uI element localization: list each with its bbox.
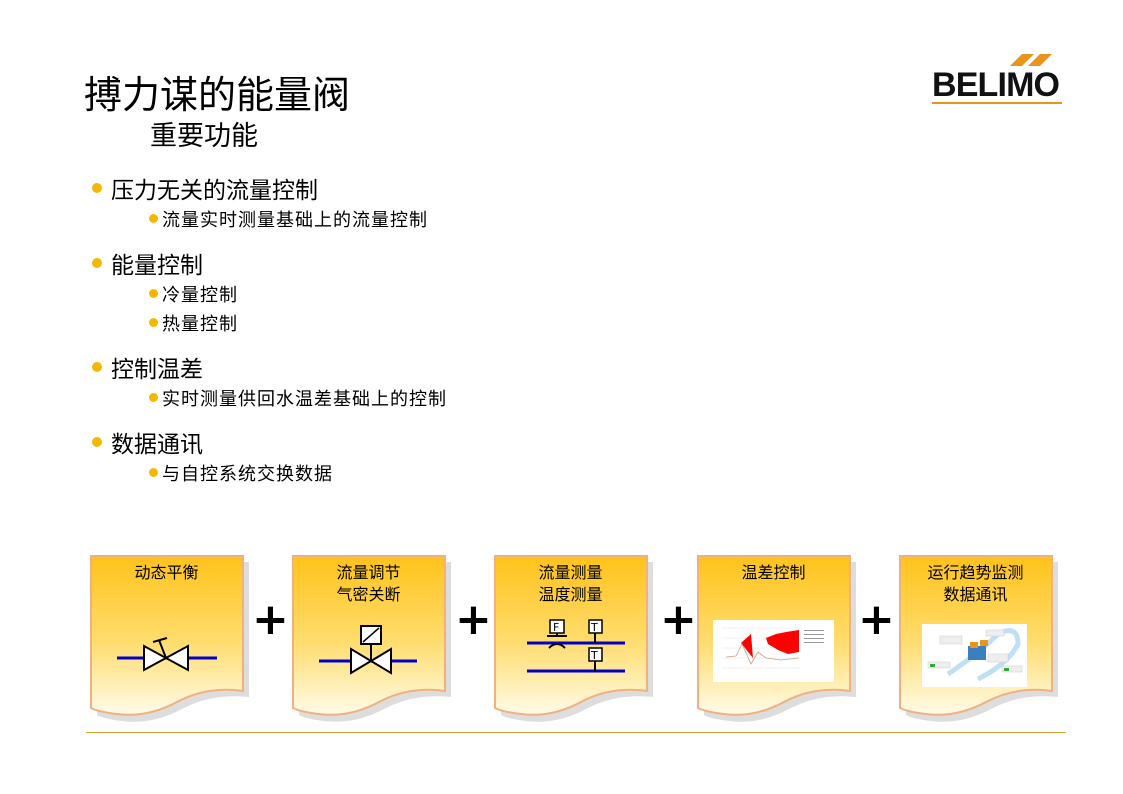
footer-divider bbox=[86, 732, 1066, 733]
slide-title: 搏力谋的能量阀 bbox=[84, 73, 351, 117]
card-label: 流量测量温度测量 bbox=[538, 563, 603, 604]
svg-text:T: T bbox=[590, 621, 598, 634]
bullet-item: 数据通讯 bbox=[92, 426, 447, 458]
bullet-item: 能量控制 bbox=[92, 247, 447, 279]
card-label: 流量调节气密关断 bbox=[336, 563, 401, 604]
trend-chart-thumbnail-icon bbox=[713, 620, 834, 682]
bullet-dot-icon bbox=[149, 318, 158, 327]
bullet-dot-icon bbox=[149, 214, 158, 223]
bullet-label: 数据通讯 bbox=[111, 432, 203, 458]
sub-bullet-label: 与自控系统交换数据 bbox=[162, 463, 333, 485]
actuated-valve-icon bbox=[319, 625, 417, 675]
bullet-dot-icon bbox=[149, 289, 158, 298]
bullet-dot-icon bbox=[92, 183, 102, 193]
balancing-valve-icon bbox=[117, 637, 217, 672]
system-communication-image-icon bbox=[922, 624, 1027, 687]
bullet-label: 能量控制 bbox=[111, 253, 203, 279]
svg-text:F: F bbox=[553, 621, 559, 634]
sensor-diagram-icon: F T T bbox=[527, 619, 625, 673]
belimo-logo: BELIMO bbox=[932, 54, 1062, 104]
sub-bullet-item: 与自控系统交换数据 bbox=[92, 458, 447, 487]
sub-bullet-item: 冷量控制 bbox=[92, 279, 447, 308]
sub-bullet-label: 流量实时测量基础上的流量控制 bbox=[162, 209, 428, 231]
sub-bullet-item: 流量实时测量基础上的流量控制 bbox=[92, 204, 447, 233]
bullet-list: 压力无关的流量控制 流量实时测量基础上的流量控制 能量控制 冷量控制 热量控制 … bbox=[92, 172, 447, 487]
card-label: 动态平衡 bbox=[134, 563, 199, 582]
bullet-dot-icon bbox=[149, 393, 158, 402]
sub-bullet-label: 热量控制 bbox=[162, 313, 238, 335]
bullet-label: 控制温差 bbox=[111, 357, 203, 383]
svg-text:BELIMO: BELIMO bbox=[932, 66, 1060, 104]
feature-card-delta-t-control: 温差控制 bbox=[696, 554, 856, 724]
bullet-dot-icon bbox=[149, 468, 158, 477]
card-label: 运行趋势监测数据通讯 bbox=[927, 563, 1024, 604]
plus-sign: + bbox=[455, 594, 492, 645]
feature-card-measurement: 流量测量温度测量 F T T bbox=[493, 554, 653, 724]
bullet-dot-icon bbox=[92, 437, 102, 447]
sub-bullet-item: 热量控制 bbox=[92, 308, 447, 337]
feature-card-dynamic-balance: 动态平衡 bbox=[89, 554, 249, 724]
plus-sign: + bbox=[252, 594, 289, 645]
feature-card-monitoring: 运行趋势监测数据通讯 bbox=[898, 554, 1058, 724]
sub-bullet-label: 实时测量供回水温差基础上的控制 bbox=[162, 388, 447, 410]
card-label: 温差控制 bbox=[741, 563, 806, 582]
bullet-item: 压力无关的流量控制 bbox=[92, 172, 447, 204]
bullet-dot-icon bbox=[92, 258, 102, 268]
bullet-dot-icon bbox=[92, 362, 102, 372]
sub-bullet-label: 冷量控制 bbox=[162, 284, 238, 306]
plus-sign: + bbox=[660, 594, 697, 645]
sub-bullet-item: 实时测量供回水温差基础上的控制 bbox=[92, 383, 447, 412]
bullet-label: 压力无关的流量控制 bbox=[111, 178, 318, 204]
svg-text:T: T bbox=[590, 649, 598, 662]
feature-card-flow-regulation: 流量调节气密关断 bbox=[291, 554, 451, 724]
plus-sign: + bbox=[858, 594, 895, 645]
slide-subtitle: 重要功能 bbox=[150, 121, 258, 152]
bullet-item: 控制温差 bbox=[92, 351, 447, 383]
